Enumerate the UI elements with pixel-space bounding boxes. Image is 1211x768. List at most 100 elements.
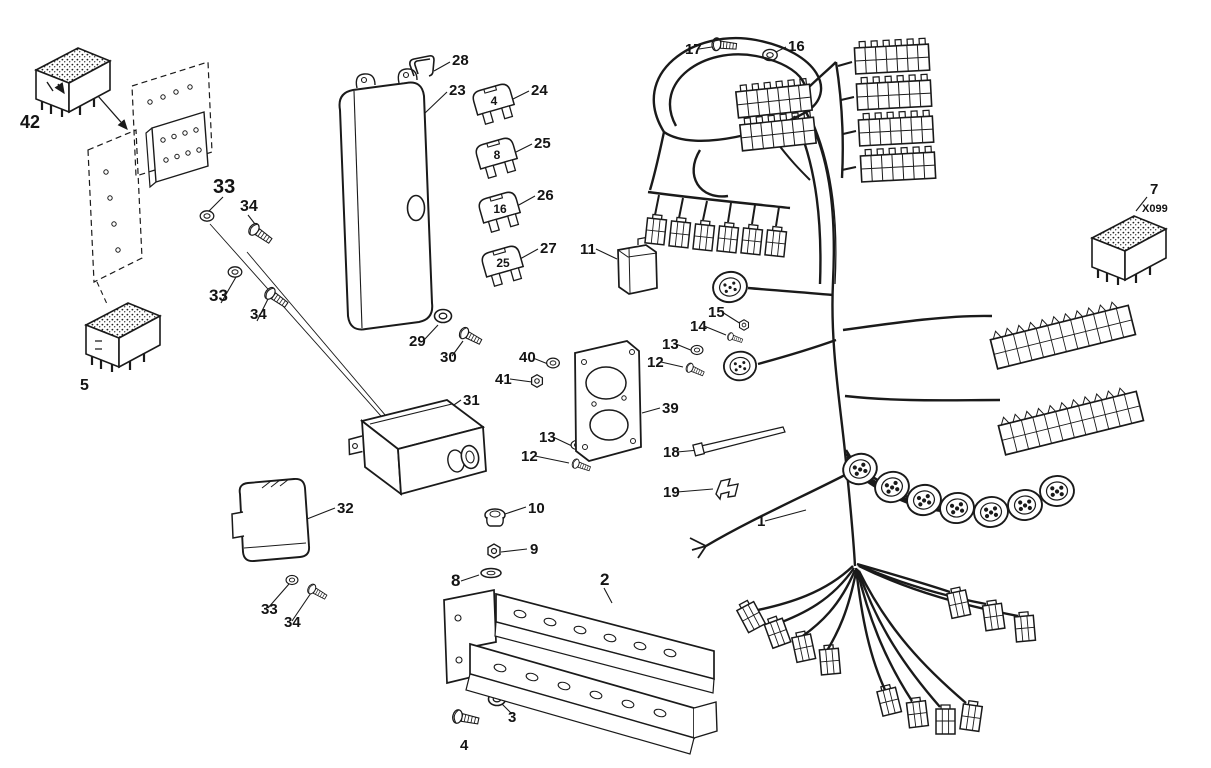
pin-connector (905, 695, 930, 729)
connector-11 (617, 236, 658, 295)
callout-13: 13 (662, 336, 679, 353)
callout-12: 12 (647, 354, 664, 371)
pin-connector (740, 223, 764, 256)
callout-13: 13 (539, 429, 556, 446)
callout-24: 24 (531, 82, 548, 99)
connector-block (855, 73, 933, 111)
cover-plate-39 (574, 340, 642, 462)
callout-26: 26 (537, 187, 554, 204)
round-connector (1005, 487, 1045, 523)
screw-14 (726, 331, 744, 345)
relay-7-connector-code: X099 (1142, 203, 1168, 215)
pin-connector (935, 704, 956, 735)
connector-block (857, 109, 935, 147)
callout-4: 4 (460, 737, 469, 754)
screw-34-lower (305, 582, 329, 603)
callout-34: 34 (284, 614, 301, 631)
callout-18: 18 (663, 444, 680, 461)
washer-33-upper (199, 210, 215, 222)
callout-10: 10 (528, 500, 545, 517)
mounting-bracket-2 (443, 588, 718, 755)
callout-14: 14 (690, 318, 707, 335)
callout-3: 3 (508, 709, 516, 726)
fuse-box-cover (338, 68, 434, 331)
fuse-rating-25: 25 (496, 256, 510, 270)
terminal-strip (995, 383, 1145, 456)
terminal-strip (987, 297, 1137, 370)
callout-33: 33 (261, 601, 278, 618)
callout-1: 1 (757, 513, 765, 530)
callout-23: 23 (449, 82, 466, 99)
callout-28: 28 (452, 52, 469, 69)
callout-41: 41 (495, 371, 512, 388)
fastener-40 (546, 357, 560, 369)
callout-29: 29 (409, 333, 426, 350)
retaining-clip-28 (409, 55, 435, 77)
mounting-bracket (87, 61, 213, 305)
connector-block (734, 77, 813, 119)
callout-34: 34 (250, 306, 267, 323)
relay-42 (34, 46, 112, 119)
washer-13-upper (690, 344, 704, 356)
washer-33-mid (227, 266, 243, 278)
pin-connector (734, 597, 767, 634)
relay-body (1090, 214, 1168, 287)
callout-7: 7 (1150, 181, 1158, 198)
callout-32: 32 (337, 500, 354, 517)
callout-8: 8 (451, 571, 460, 590)
fuse-rating-4: 4 (491, 94, 498, 108)
callout-2: 2 (600, 570, 609, 589)
screw-12-upper (684, 361, 706, 379)
pin-connector (790, 629, 817, 664)
callout-25: 25 (534, 135, 551, 152)
fuse-rating-8: 8 (494, 148, 501, 162)
pin-connector (764, 225, 788, 258)
callout-34: 34 (240, 198, 258, 215)
connector-block (859, 145, 937, 183)
callout-42: 42 (20, 112, 40, 132)
callout-15: 15 (708, 304, 725, 321)
pin-connector (716, 221, 740, 254)
connector-block (853, 37, 931, 75)
callout-39: 39 (662, 400, 679, 417)
round-connector-13 (721, 348, 759, 384)
relay-5 (84, 301, 162, 374)
pin-connector (668, 216, 692, 249)
washer-33-lower (285, 574, 299, 586)
callout-12: 12 (521, 448, 538, 465)
washer-29 (433, 308, 453, 324)
round-connector (971, 493, 1011, 531)
pin-connector (692, 219, 716, 252)
wiring-harness-1 (644, 36, 1145, 735)
callout-40: 40 (519, 349, 536, 366)
nut-15 (738, 319, 750, 331)
control-unit-32 (231, 477, 311, 563)
callout-30: 30 (440, 349, 457, 366)
control-unit-31 (348, 399, 487, 496)
callout-33: 33 (209, 286, 228, 305)
cable-tie-18 (692, 426, 786, 457)
callout-5: 5 (80, 377, 89, 394)
relay-7 (1090, 214, 1168, 287)
callout-31: 31 (463, 392, 480, 409)
callout-9: 9 (530, 541, 538, 558)
screw-34-upper (246, 221, 275, 247)
relay-body (84, 301, 162, 374)
round-connector (936, 489, 978, 527)
grommet-10 (484, 508, 506, 527)
screw-4 (450, 708, 481, 729)
callout-17: 17 (685, 41, 702, 58)
washer-8 (480, 567, 502, 579)
round-connector-15 (709, 267, 751, 307)
round-connector (1038, 473, 1076, 509)
fuse-rating-16: 16 (493, 202, 507, 216)
pin-connector (818, 643, 842, 676)
pin-connector (959, 699, 984, 733)
callout-19: 19 (663, 484, 680, 501)
callout-16: 16 (788, 38, 805, 55)
pin-connector (644, 213, 668, 246)
pin-connector (875, 682, 903, 717)
